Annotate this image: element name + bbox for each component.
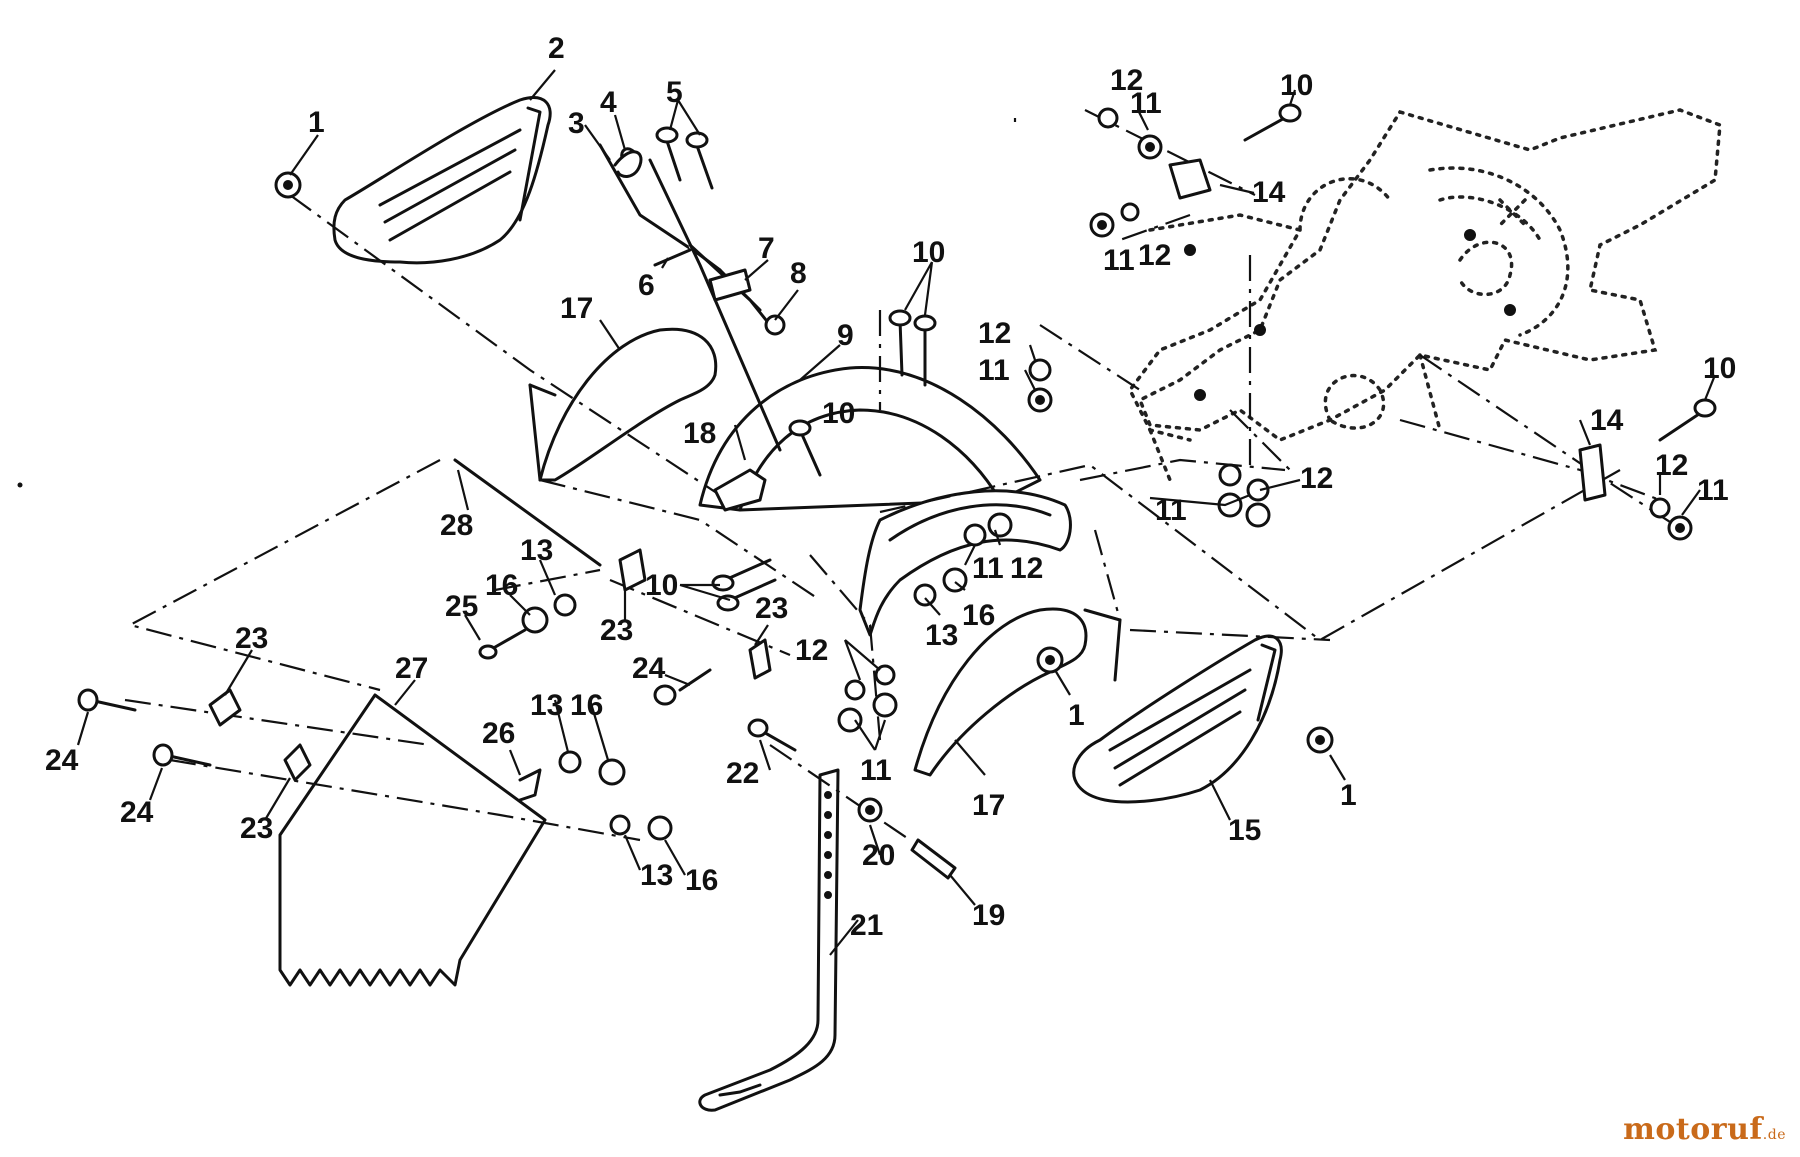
callout-18: 18	[683, 417, 716, 450]
callout-10-top-right: 10	[1280, 69, 1313, 102]
callout-9: 9	[837, 319, 854, 352]
callout-16-upper: 16	[485, 569, 518, 602]
transmission-housing-outline	[1127, 108, 1722, 482]
callout-14-top: 14	[1252, 176, 1286, 209]
side-shield-left	[332, 96, 552, 265]
callout-3: 3	[568, 107, 585, 140]
callout-24-left-a: 24	[45, 744, 79, 777]
callout-21: 21	[850, 909, 883, 942]
callout-22: 22	[726, 757, 759, 790]
callout-13-center: 13	[925, 619, 958, 652]
callout-11-far-right: 11	[1697, 474, 1729, 507]
leader-lines	[76, 69, 1717, 956]
tine-shield	[698, 366, 1072, 637]
callout-5: 5	[666, 76, 683, 109]
callout-23-top: 23	[235, 622, 268, 655]
callout-13-lower-b: 13	[640, 859, 673, 892]
callout-16-lower-a: 16	[570, 689, 603, 722]
side-shield-right	[1072, 634, 1283, 804]
callout-12-center: 12	[1010, 552, 1043, 585]
hardware	[77, 103, 1717, 880]
callout-12-top-left: 12	[1138, 239, 1171, 272]
flap-left	[528, 327, 718, 482]
callout-23-center-a: 23	[600, 614, 633, 647]
callout-11-top: 11	[1130, 87, 1162, 120]
callout-1-top-left: 1	[308, 106, 325, 139]
callout-15: 15	[1228, 814, 1261, 847]
callout-14-right: 14	[1590, 404, 1624, 437]
callout-1-center: 1	[1068, 699, 1085, 732]
callout-16-lower-b: 16	[685, 864, 718, 897]
callout-11-lower: 11	[860, 754, 892, 787]
callout-12-mid: 12	[978, 317, 1011, 350]
leveling-plate	[278, 693, 547, 987]
callout-7: 7	[758, 232, 775, 265]
callout-10-right: 10	[1703, 352, 1736, 385]
callout-10-center-top: 10	[912, 236, 945, 269]
callout-17-right: 17	[972, 789, 1005, 822]
callout-2: 2	[548, 32, 565, 65]
callout-10-lower: 10	[645, 569, 678, 602]
callout-24-center: 24	[632, 652, 666, 685]
callout-23-left-lower: 23	[240, 812, 273, 845]
callout-23-center-b: 23	[755, 592, 788, 625]
callout-19: 19	[972, 899, 1005, 932]
callout-8: 8	[790, 257, 807, 290]
callout-20: 20	[862, 839, 895, 872]
callout-labels: 1 2 3 4 5 6 7 8 9 10 10 10 10 10 11 11 1…	[45, 32, 1736, 942]
callout-16-center: 16	[962, 599, 995, 632]
callout-12-top: 12	[1110, 64, 1143, 97]
callout-11-center: 11	[972, 552, 1004, 585]
callout-10-center: 10	[822, 397, 855, 430]
callout-27: 27	[395, 652, 428, 685]
callout-12-lower: 12	[795, 634, 828, 667]
callout-26: 26	[482, 717, 515, 750]
callout-1-right: 1	[1340, 779, 1357, 812]
rod	[453, 458, 602, 567]
callout-24-left-b: 24	[120, 796, 154, 829]
callout-4: 4	[600, 86, 617, 119]
callout-28: 28	[440, 509, 473, 542]
callout-13-lower-a: 13	[530, 689, 563, 722]
callout-12-right-mid: 12	[1300, 462, 1333, 495]
callout-11-mid: 11	[978, 354, 1010, 387]
callout-25: 25	[445, 590, 478, 623]
callout-12-far-right: 12	[1655, 449, 1688, 482]
watermark-logo: motoruf.de	[1623, 1112, 1786, 1147]
callout-11-right-mid: 11	[1155, 494, 1187, 527]
depth-bar	[698, 768, 840, 1112]
callout-11-top-left: 11	[1103, 244, 1135, 277]
callout-6: 6	[638, 269, 655, 302]
callout-13-upper: 13	[520, 534, 553, 567]
callout-17-left: 17	[560, 292, 593, 325]
